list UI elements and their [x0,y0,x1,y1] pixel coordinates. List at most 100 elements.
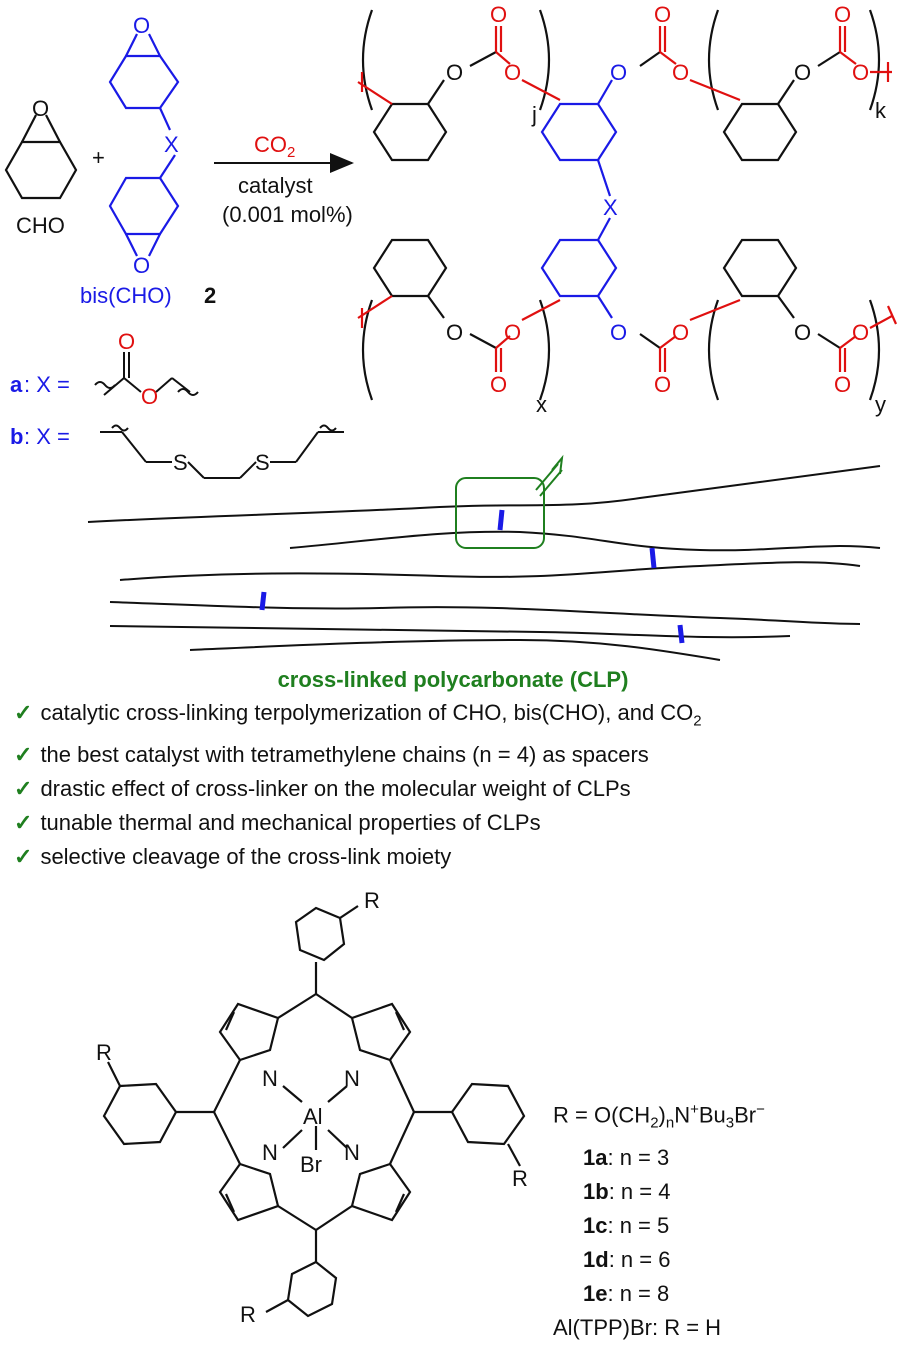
feature-list: ✓ catalytic cross-linking terpolymerizati… [14,696,894,874]
top-ester-o-1: O [446,60,463,85]
variant-b-sulfur-2: S [255,450,270,475]
catalyst-entry: 1b: n = 4 [553,1175,893,1209]
left-r-label: R [96,1040,112,1065]
arrow-co2: CO2 [254,132,295,161]
catalyst-n: : n = 8 [607,1280,670,1306]
right-r-label: R [512,1166,528,1191]
bottom-carbonyl-o-1: O [490,372,507,397]
check-icon: ✓ [14,776,33,802]
magnify-box [455,454,564,549]
bischo-x: X [164,132,179,157]
top-ester-o-2: O [504,60,521,85]
bischo-structure [108,33,180,257]
top-phenyl [294,906,346,962]
nitrogen-1: N [262,1066,278,1091]
feature-item: ✓ drastic effect of cross-linker on the m… [14,772,894,806]
catalyst-entry: 1a: n = 3 [553,1141,893,1175]
feature-text: drastic effect of cross-linker on the mo… [40,776,631,802]
feature-item: ✓ catalytic cross-linking terpolymerizati… [14,696,894,738]
reference-catalyst: Al(TPP)Br: R = H [553,1314,722,1340]
feature-item: ✓the best catalyst with tetramethylene c… [14,738,894,772]
feature-subscript: 2 [693,712,702,730]
feature-text: tunable thermal and mechanical propertie… [40,810,541,836]
variant-a-eq: : X = [24,372,70,397]
polymer-chain-6 [189,638,721,661]
arrow-loading: (0.001 mol%) [222,202,353,227]
r-def-sup: + [690,1101,699,1118]
aluminum-center: Al [303,1104,323,1129]
variant-b-eq: : X = [24,424,70,449]
r-def-sup2: − [756,1101,765,1118]
crosslink-x: X [603,195,618,220]
network-illustration [87,465,881,661]
arrow-catalyst: catalyst [238,173,313,198]
subscript-k: k [875,98,887,123]
variant-b-sulfur-1: S [173,450,188,475]
bischo-number: 2 [204,283,216,308]
nitrogen-2: N [344,1066,360,1091]
polymer-chain-5 [109,625,791,639]
top-r-label: R [364,888,380,913]
variant-a-linker [94,352,199,396]
variant-a-letter: a [10,372,23,397]
variant-a-ester-o: O [141,384,158,409]
subscript-y: y [875,392,886,417]
top-ester-o-3: O [610,60,627,85]
catalyst-id: 1e [583,1280,608,1306]
r-def-pre: R = O(CH [553,1102,651,1128]
polymer-bottom-strand [357,217,898,401]
check-icon: ✓ [14,700,33,725]
feature-text: catalytic cross-linking terpolymerizatio… [40,700,694,725]
catalyst-id: 1b [583,1178,609,1204]
bottom-ester-o-1: O [446,320,463,345]
top-ester-o-6: O [852,60,869,85]
top-carbonyl-o-2: O [654,2,671,27]
variant-b-linker [100,424,344,479]
porphyrin-structure [102,905,526,1318]
catalyst-n: : n = 3 [607,1144,670,1170]
polymer-top-strand [357,9,892,197]
catalyst-entry: 1e: n = 8 [553,1277,893,1311]
top-ester-o-4: O [672,60,689,85]
r-def-post: Bu [698,1102,726,1128]
variant-a-carbonyl-o: O [118,329,135,354]
catalyst-entry: 1c: n = 5 [553,1209,893,1243]
r-def-sub2: n [665,1114,675,1132]
catalyst-id: 1d [583,1246,609,1272]
cho-label: CHO [16,213,65,238]
co2-text: CO [254,132,287,157]
feature-text: the best catalyst with tetramethylene ch… [40,742,649,768]
feature-item: ✓ tunable thermal and mechanical properti… [14,806,894,840]
subscript-j: j [531,102,537,127]
r-def-sub1: 2 [650,1114,659,1132]
catalyst-n: : n = 5 [607,1212,670,1238]
crosslink-3 [259,591,267,611]
r-def-mid2: N [674,1102,691,1128]
bottom-carbonyl-o-3: O [834,372,851,397]
bottom-ester-o-2: O [504,320,521,345]
subscript-x: x [536,392,547,417]
right-phenyl [450,1082,526,1146]
feature-item: ✓selective cleavage of the cross-link mo… [14,840,894,874]
r-def-post2: Br [734,1102,757,1128]
r-definition: R = O(CH2)nN+Bu3Br− [553,1093,893,1141]
bischo-top-oxygen: O [133,13,150,38]
left-phenyl [102,1082,178,1146]
top-carbonyl-o-3: O [834,2,851,27]
catalyst-id: 1c [583,1212,608,1238]
bischo-bottom-oxygen: O [133,253,150,278]
r-def-sub3: 3 [725,1114,735,1132]
catalyst-n: : n = 4 [608,1178,671,1204]
polymer-chain-4 [109,601,861,625]
catalyst-entry: 1d: n = 6 [553,1243,893,1277]
check-icon: ✓ [14,810,33,836]
polymer-chain-1 [87,465,881,523]
r-def-mid: ) [658,1102,666,1128]
axial-bromide: Br [300,1152,322,1177]
crosslink-2 [649,547,657,569]
bottom-r-label: R [240,1302,256,1327]
polymer-chain-3 [119,561,861,581]
variant-b-letter: b [10,424,23,449]
catalyst-legend: R = O(CH2)nN+Bu3Br− 1a: n = 3 1b: n = 4 … [553,1093,893,1345]
